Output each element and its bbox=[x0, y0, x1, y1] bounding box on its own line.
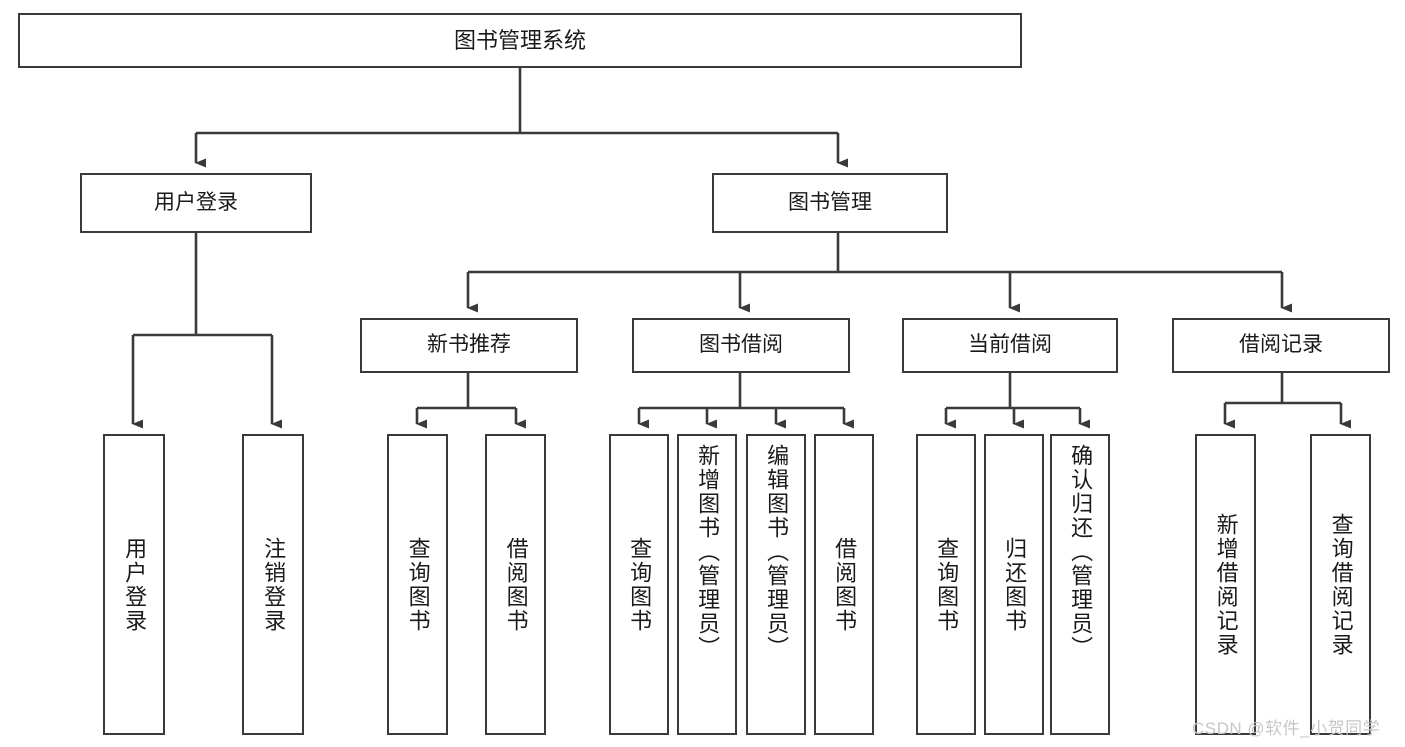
leaf-query-book-rec-label: 查询图书 bbox=[405, 536, 431, 633]
leaf-borrow-book-borrow-label: 借阅图书 bbox=[832, 536, 858, 633]
node-user-login[interactable]: 用户登录 bbox=[80, 173, 312, 233]
node-borrow-record[interactable]: 借阅记录 bbox=[1172, 318, 1390, 373]
leaf-add-borrow-record[interactable]: 新增借阅记录 bbox=[1195, 434, 1256, 735]
node-book-borrow-label: 图书借阅 bbox=[699, 333, 783, 357]
leaf-return-book-label: 归还图书 bbox=[1002, 536, 1028, 633]
leaf-add-book-label: 新增图书（管理员） bbox=[695, 444, 721, 660]
leaf-logout-label: 注销登录 bbox=[261, 536, 287, 633]
leaf-query-book-borrow-label: 查询图书 bbox=[627, 536, 653, 633]
leaf-confirm-return[interactable]: 确认归还（管理员） bbox=[1050, 434, 1110, 735]
leaf-edit-book-label: 编辑图书（管理员） bbox=[764, 444, 790, 660]
leaf-query-book-current[interactable]: 查询图书 bbox=[916, 434, 976, 735]
node-book-manage[interactable]: 图书管理 bbox=[712, 173, 948, 233]
node-new-book-recommend[interactable]: 新书推荐 bbox=[360, 318, 578, 373]
leaf-query-book-current-label: 查询图书 bbox=[934, 536, 960, 633]
leaf-borrow-book-rec-label: 借阅图书 bbox=[503, 536, 529, 633]
leaf-borrow-book-borrow[interactable]: 借阅图书 bbox=[814, 434, 874, 735]
leaf-query-borrow-record[interactable]: 查询借阅记录 bbox=[1310, 434, 1371, 735]
node-user-login-label: 用户登录 bbox=[154, 190, 238, 214]
leaf-query-book-borrow[interactable]: 查询图书 bbox=[609, 434, 669, 735]
node-book-borrow[interactable]: 图书借阅 bbox=[632, 318, 850, 373]
leaf-borrow-book-rec[interactable]: 借阅图书 bbox=[485, 434, 546, 735]
leaf-user-login-label: 用户登录 bbox=[122, 536, 148, 633]
leaf-add-borrow-record-label: 新增借阅记录 bbox=[1213, 512, 1239, 657]
node-current-borrow[interactable]: 当前借阅 bbox=[902, 318, 1118, 373]
node-book-manage-label: 图书管理 bbox=[788, 190, 872, 214]
leaf-query-book-rec[interactable]: 查询图书 bbox=[387, 434, 448, 735]
watermark: CSDN @软件_小贺同学 bbox=[1192, 719, 1381, 738]
leaf-confirm-return-label: 确认归还（管理员） bbox=[1068, 444, 1094, 660]
leaf-edit-book[interactable]: 编辑图书（管理员） bbox=[746, 434, 806, 735]
node-root[interactable]: 图书管理系统 bbox=[18, 13, 1022, 68]
node-current-borrow-label: 当前借阅 bbox=[968, 333, 1052, 357]
leaf-query-borrow-record-label: 查询借阅记录 bbox=[1328, 512, 1354, 657]
node-borrow-record-label: 借阅记录 bbox=[1239, 333, 1323, 357]
leaf-add-book[interactable]: 新增图书（管理员） bbox=[677, 434, 737, 735]
node-root-label: 图书管理系统 bbox=[453, 27, 586, 53]
node-new-book-recommend-label: 新书推荐 bbox=[427, 333, 511, 357]
leaf-return-book[interactable]: 归还图书 bbox=[984, 434, 1044, 735]
leaf-user-login[interactable]: 用户登录 bbox=[103, 434, 165, 735]
leaf-logout[interactable]: 注销登录 bbox=[242, 434, 304, 735]
